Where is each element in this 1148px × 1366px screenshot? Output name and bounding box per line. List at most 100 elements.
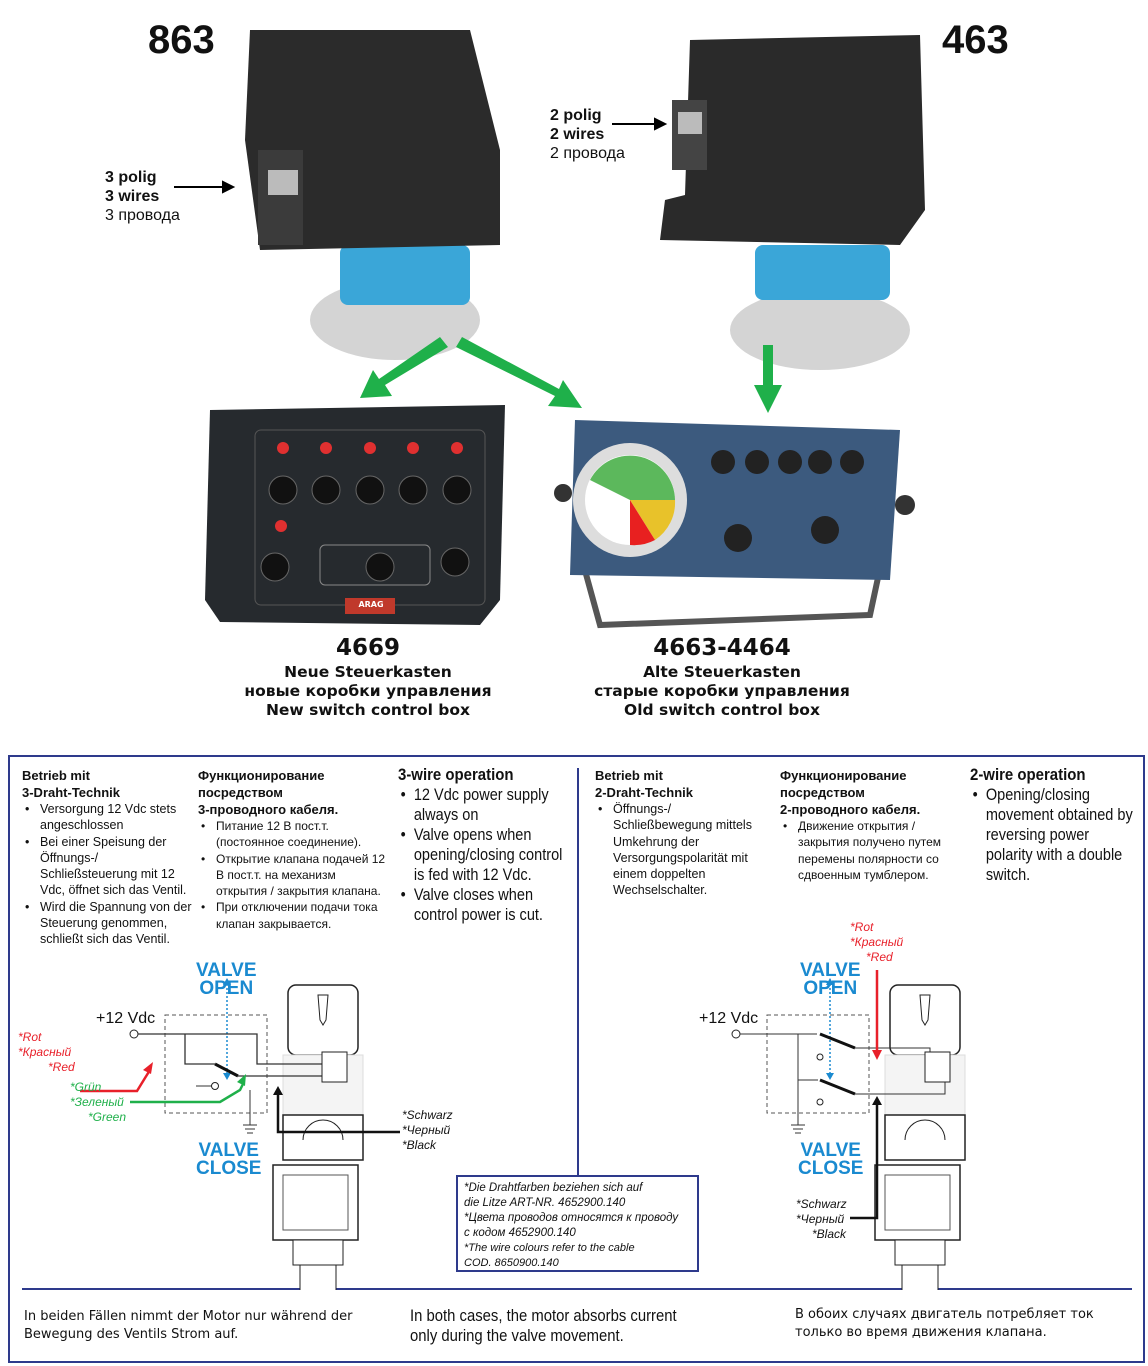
- title-line: Betrieb mit: [22, 768, 90, 783]
- footer-de: In beiden Fällen nimmt der Motor nur wäh…: [24, 1309, 353, 1342]
- note-line: *Die Drahtfarben beziehen sich auf: [464, 1182, 643, 1194]
- title: 2-wire operation: [970, 765, 1086, 784]
- wire-ru: *Черный: [402, 1123, 451, 1137]
- black-wire-label: *Schwarz*Черный*Black: [402, 1108, 453, 1153]
- wires-en: 3 wires: [105, 188, 160, 205]
- wire-de: *Grün: [70, 1080, 102, 1094]
- caption-4669: 4669 Neue Steuerkasten новые коробки упр…: [218, 633, 518, 720]
- wire-colour-note: *Die Drahtfarben beziehen sich auf die L…: [456, 1175, 699, 1272]
- two-wire-ru: Функционирование посредством 2-проводного …: [780, 767, 960, 883]
- title-line: посредством: [780, 785, 865, 800]
- product-photos: [174, 30, 925, 629]
- valve-close-line: CLOSE: [798, 1158, 864, 1179]
- wires-ru: 3 провода: [105, 207, 180, 224]
- valve-open-line: VALVE: [800, 960, 861, 981]
- wire-de: *Rot: [18, 1030, 42, 1044]
- title: 3-wire operation: [398, 765, 514, 784]
- three-wire-diagram: [80, 978, 400, 1290]
- valve-close-line: VALVE: [800, 1140, 861, 1161]
- code: 4663-4464: [653, 635, 791, 661]
- wires-ru: 2 провода: [550, 145, 625, 162]
- caption-4663-4464: 4663-4464 Alte Steuerkasten старые короб…: [572, 633, 872, 720]
- column-divider: [577, 768, 579, 1175]
- footer-en: In both cases, the motor absorbs current…: [410, 1307, 677, 1345]
- title-line: посредством: [198, 785, 283, 800]
- actuator-863-image: [245, 30, 500, 360]
- list-item: Valve closes when control power is cut.: [398, 885, 565, 925]
- footer-ru: В обоих случаях двигатель потребляет ток…: [795, 1307, 1094, 1340]
- title-line: 2-Draht-Technik: [595, 785, 693, 800]
- wires-de: 2 polig: [550, 107, 602, 124]
- two-wire-de: Betrieb mit 2-Draht-Technik Öffnungs-/ Sc…: [595, 767, 770, 899]
- footer-divider: [22, 1288, 1132, 1290]
- wire-en: *Green: [88, 1110, 127, 1124]
- note-line: die Litze ART-NR. 4652900.140: [464, 1197, 626, 1209]
- two-wire-en: 2-wire operation Opening/closing movemen…: [970, 765, 1137, 885]
- arrow-463-to-4663: [754, 345, 782, 413]
- title-line: Функционирование: [780, 768, 907, 783]
- arag-logo: ARAG: [358, 600, 384, 609]
- list-item: 12 Vdc power supply always on: [398, 785, 565, 825]
- caption-en: Old switch control box: [624, 701, 820, 719]
- note-line: *Цвета проводов относятся к проводу: [464, 1212, 679, 1224]
- list-item: Wird die Spannung von der Steuerung geno…: [22, 899, 194, 948]
- control-box-4669-image: [205, 405, 505, 625]
- title-line: 2-проводного кабеля.: [780, 802, 921, 817]
- note-line: COD. 8650900.140: [464, 1257, 559, 1269]
- wire-ru: *Зеленый: [70, 1095, 124, 1109]
- code: 4669: [335, 635, 400, 661]
- list-item: Öffnungs-/ Schließbewegung mittels Umkeh…: [595, 801, 770, 899]
- valve-open-line: OPEN: [199, 978, 254, 999]
- connector-arrows: [174, 117, 668, 194]
- red-wire-label: *Rot*Красный*Red: [850, 920, 903, 965]
- actuator-463-image: [660, 35, 925, 370]
- wire-ru: *Красный: [18, 1045, 72, 1059]
- list-item: Открытие клапана подачей 12 В пост.т. на…: [198, 851, 388, 900]
- list-item: При отключении подачи тока клапан закрыв…: [198, 899, 388, 932]
- list-item: Valve opens when opening/closing control…: [398, 825, 565, 885]
- wire-de: *Schwarz: [796, 1197, 847, 1211]
- valve-open-line: VALVE: [196, 960, 257, 981]
- caption-ru: новые коробки управления: [244, 682, 492, 700]
- green-arrows: [360, 337, 782, 413]
- note-line: с кодом 4652900.140: [464, 1227, 576, 1239]
- connector-label-463: 2 polig 2 wires 2 провода: [550, 106, 625, 163]
- valve-close-line: CLOSE: [196, 1158, 262, 1179]
- valve-open-line: OPEN: [803, 978, 858, 999]
- wires-en: 2 wires: [550, 126, 605, 143]
- title-line: Betrieb mit: [595, 768, 663, 783]
- wire-ru: *Красный: [850, 935, 904, 949]
- supply-label: +12 Vdc: [96, 1010, 156, 1027]
- list-item: Versorgung 12 Vdc stets angeschlossen: [22, 801, 194, 834]
- arrow-863-to-4669: [360, 337, 448, 398]
- title-line: 3-Draht-Technik: [22, 785, 120, 800]
- list-item: Opening/closing movement obtained by rev…: [970, 785, 1137, 885]
- three-wire-en: 3-wire operation 12 Vdc power supply alw…: [398, 765, 565, 925]
- wire-en: *Red: [48, 1060, 75, 1074]
- wire-de: *Schwarz: [402, 1108, 453, 1122]
- list-item: Bei einer Speisung der Öffnungs-/ Schlie…: [22, 834, 194, 899]
- note-line: *The wire colours refer to the cable: [464, 1242, 635, 1254]
- title-line: Функционирование: [198, 768, 325, 783]
- valve-close-line: VALVE: [198, 1140, 259, 1161]
- title-line: 3-проводного кабеля.: [198, 802, 339, 817]
- black-wire-label: *Schwarz*Черный*Black: [796, 1197, 847, 1242]
- arrow-863-to-4663: [456, 337, 582, 408]
- caption-de: Neue Steuerkasten: [284, 663, 452, 681]
- wire-ru: *Черный: [796, 1212, 845, 1226]
- supply-label: +12 Vdc: [699, 1010, 759, 1027]
- wire-de: *Rot: [850, 920, 874, 934]
- control-box-4663-image: [554, 420, 915, 629]
- red-wire-label: *Rot*Красный*Red: [18, 1030, 75, 1075]
- caption-ru: старые коробки управления: [594, 682, 850, 700]
- caption-de: Alte Steuerkasten: [643, 663, 801, 681]
- connector-label-863: 3 polig 3 wires 3 провода: [105, 168, 180, 225]
- wiring-diagrams: [80, 970, 966, 1290]
- model-463-label: 463: [942, 18, 1009, 62]
- caption-en: New switch control box: [265, 701, 471, 719]
- wire-en: *Black: [812, 1227, 847, 1241]
- model-863-label: 863: [148, 18, 215, 62]
